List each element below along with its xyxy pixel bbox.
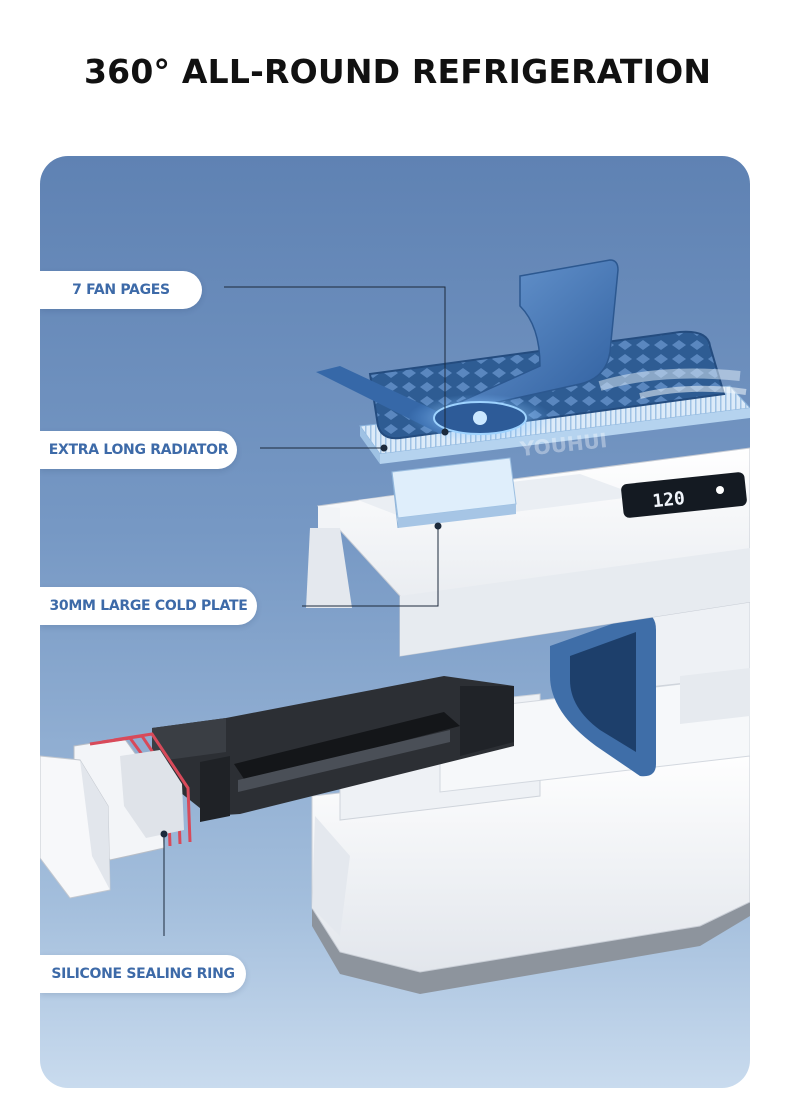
product-exploded-view-panel: 120 YOUHUI bbox=[40, 156, 750, 1088]
power-icon bbox=[716, 486, 724, 494]
callout-lines bbox=[160, 286, 449, 936]
callout-fan-pages: 7 FAN PAGES bbox=[40, 271, 202, 309]
callout-silicone-sealing-ring: SILICONE SEALING RING bbox=[40, 955, 246, 993]
end-cap bbox=[40, 755, 111, 899]
cooler-body bbox=[311, 591, 750, 994]
radiator-leader-dot bbox=[380, 444, 388, 452]
fan-leader-dot bbox=[441, 428, 449, 436]
cold-plate bbox=[391, 457, 517, 529]
fan-leader-line bbox=[224, 286, 446, 432]
inner-frame bbox=[152, 676, 514, 822]
sealing-ring-leader-dot bbox=[160, 830, 168, 838]
page-title: 360° ALL-ROUND REFRIGERATION bbox=[84, 52, 712, 91]
callout-extra-long-radiator: EXTRA LONG RADIATOR bbox=[40, 431, 237, 469]
cold-plate-leader-dot bbox=[434, 522, 442, 530]
display-readout: 120 bbox=[651, 488, 686, 512]
callout-large-cold-plate: 30MM LARGE COLD PLATE bbox=[40, 587, 257, 625]
cooler-exploded-illustration: 120 YOUHUI bbox=[40, 259, 750, 994]
side-handle bbox=[550, 613, 656, 777]
cold-plate-leader-line bbox=[302, 528, 439, 607]
